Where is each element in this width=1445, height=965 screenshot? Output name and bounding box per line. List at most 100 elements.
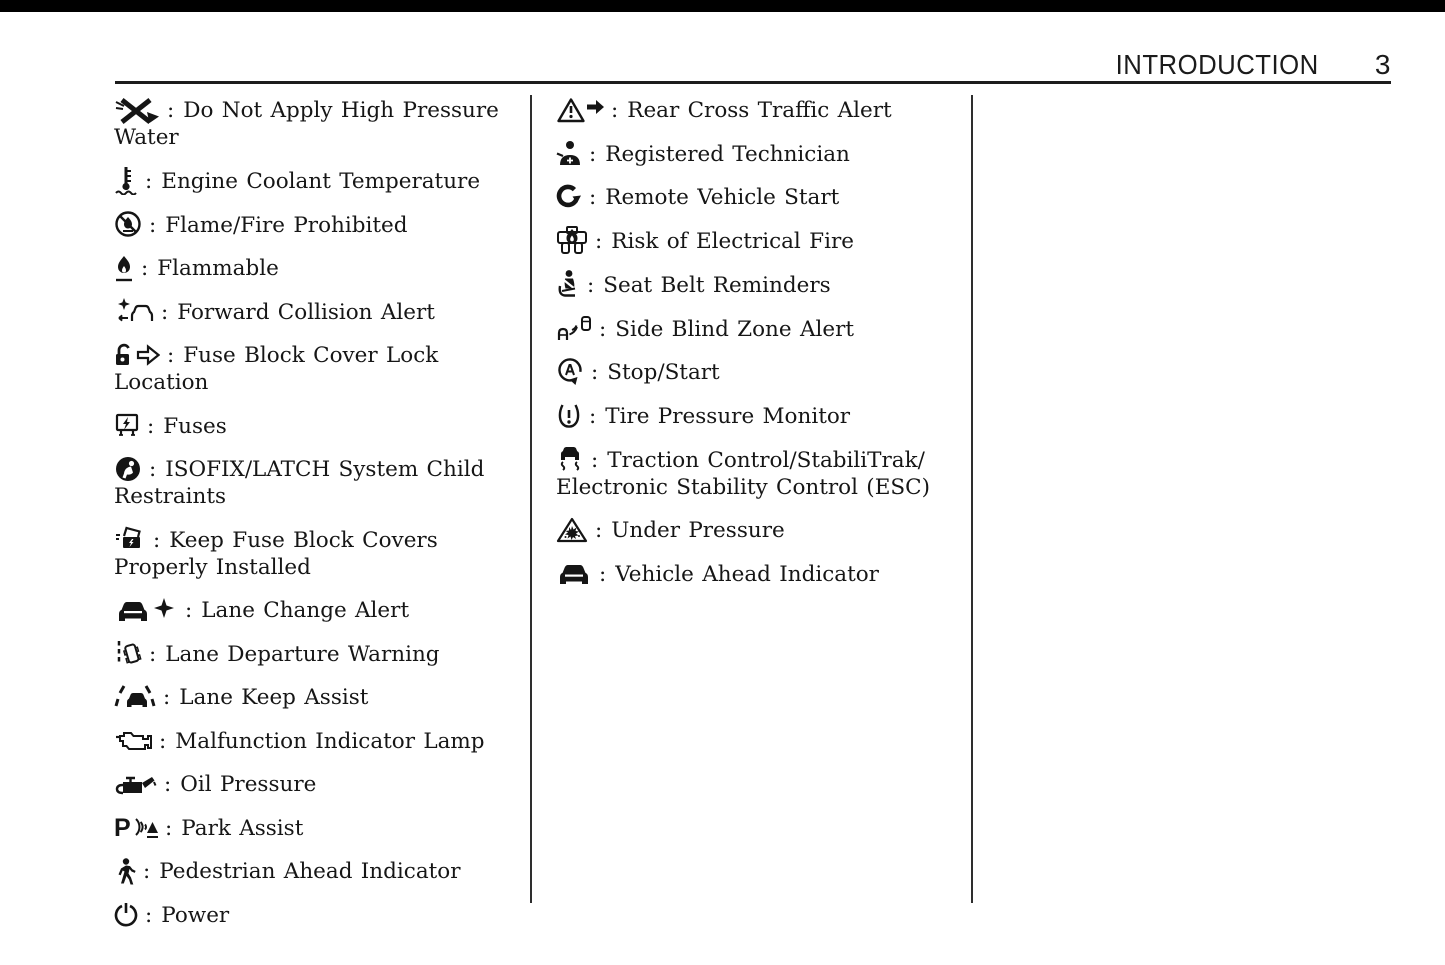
park-assist-icon: P — [114, 814, 158, 840]
symbol-label: Stop/Start — [607, 360, 720, 385]
symbol-label: ISOFIX/LATCH System Child Restraints — [114, 457, 485, 509]
page-number: 3 — [1374, 49, 1391, 80]
symbol-label: Traction Control/StabiliTrak/​Electronic… — [556, 447, 930, 500]
seat-belt-reminders-icon — [556, 269, 580, 299]
symbol-label: Pedestrian Ahead Indicator — [159, 859, 461, 884]
fuses-icon — [114, 411, 140, 439]
column-separator — [971, 95, 973, 903]
symbol-entry: : Flammable — [114, 255, 512, 282]
colon-separator: : — [595, 228, 603, 254]
symbol-label: Lane Departure Warning — [165, 641, 440, 667]
lane-departure-warning-icon — [114, 639, 142, 667]
top-black-bar — [0, 0, 1445, 12]
fuse-block-cover-lock-icon — [114, 341, 160, 369]
symbol-label: Forward Collision Alert — [177, 299, 435, 325]
colon-separator: : — [185, 598, 193, 623]
symbol-entry: :Lane Keep Assist — [114, 684, 512, 711]
symbol-label: Flammable — [157, 256, 279, 281]
colon-separator: : — [141, 256, 149, 281]
colon-separator: : — [167, 343, 175, 368]
svg-text:P: P — [114, 814, 131, 840]
symbol-label: Tire Pressure Monitor — [605, 404, 851, 429]
colon-separator: : — [147, 413, 155, 439]
remote-vehicle-start-icon — [556, 183, 582, 211]
symbol-entry: : Rear Cross Traffic Alert — [556, 97, 956, 124]
symbol-label: Risk of Electrical Fire — [611, 228, 854, 254]
colon-separator: : — [599, 316, 607, 342]
vehicle-ahead-indicator-icon — [556, 561, 592, 585]
stop-start-icon — [556, 357, 584, 387]
symbol-label: Engine Coolant Temperature — [161, 168, 481, 194]
isofix-latch-child-restraints-icon — [114, 455, 142, 483]
tire-pressure-monitor-icon — [556, 402, 582, 430]
symbol-entry: :Malfunction Indicator Lamp — [114, 728, 512, 755]
colon-separator: : — [165, 815, 173, 841]
column-middle: : Rear Cross Traffic Alert: Registered Tec… — [556, 97, 956, 604]
symbol-entry: :ISOFIX/LATCH System Child Restraints — [114, 456, 512, 510]
keep-fuse-block-covers-icon — [114, 525, 146, 553]
oil-pressure-icon — [114, 771, 157, 797]
symbol-label: Flame/Fire Prohibited — [165, 212, 408, 238]
symbol-entry: : Lane Departure Warning — [114, 641, 512, 668]
symbol-entry: :Fuse Block Cover Lock Location — [114, 342, 512, 396]
colon-separator: : — [149, 457, 157, 482]
symbol-label: Do Not Apply High Pressure Water — [114, 98, 499, 150]
colon-separator: : — [599, 561, 607, 587]
symbol-entry: : Tire Pressure Monitor — [556, 403, 956, 430]
symbol-entry: : Seat Belt Reminders — [556, 269, 956, 300]
power-icon — [114, 901, 138, 927]
symbol-entry: :Engine Coolant Temperature — [114, 165, 512, 195]
symbol-entry: :Remote Vehicle Start — [556, 184, 956, 211]
symbol-entry: : Fuses — [114, 413, 512, 440]
symbol-entry: :Traction Control/StabiliTrak/​Electroni… — [556, 447, 956, 501]
colon-separator: : — [587, 272, 595, 298]
symbol-label: Side Blind Zone Alert — [615, 316, 855, 342]
colon-separator: : — [145, 902, 153, 928]
symbol-entry: : Oil Pressure — [114, 771, 512, 798]
section-title: INTRODUCTION — [1115, 49, 1319, 80]
colon-separator: : — [143, 859, 151, 884]
colon-separator: : — [591, 447, 599, 473]
engine-coolant-temperature-icon — [114, 165, 138, 195]
colon-separator: : — [595, 518, 603, 543]
symbol-entry: P:Park Assist — [114, 814, 512, 842]
symbol-entry: : Risk of Electrical Fire — [556, 225, 956, 256]
symbol-entry: :Vehicle Ahead Indicator — [556, 561, 956, 588]
symbol-label: Malfunction Indicator Lamp — [175, 728, 485, 754]
colon-separator: : — [589, 141, 597, 167]
column-left: :Do Not Apply High Pressure Water:Engine… — [114, 97, 512, 945]
colon-separator: : — [149, 641, 157, 667]
colon-separator: : — [589, 185, 597, 210]
symbol-label: Seat Belt Reminders — [603, 272, 831, 298]
symbol-label: Power — [161, 902, 230, 928]
symbol-entry: : Side Blind Zone Alert — [556, 316, 956, 343]
symbol-label: Rear Cross Traffic Alert — [627, 98, 892, 123]
colon-separator: : — [164, 772, 172, 797]
flammable-icon — [114, 254, 134, 282]
symbol-entry: : Power — [114, 902, 512, 929]
malfunction-indicator-lamp-icon — [114, 727, 152, 753]
symbol-entry: :Lane Change Alert — [114, 597, 512, 624]
colon-separator: : — [589, 404, 597, 429]
symbol-entry: :Flame/Fire Prohibited — [114, 210, 512, 239]
traction-control-icon — [556, 445, 584, 473]
under-pressure-icon — [556, 516, 588, 544]
symbol-label: Oil Pressure — [180, 772, 317, 797]
symbol-entry: :Under Pressure — [556, 517, 956, 544]
colon-separator: : — [161, 299, 169, 325]
rear-cross-traffic-alert-icon — [556, 96, 604, 124]
colon-separator: : — [167, 98, 175, 123]
colon-separator: : — [611, 98, 619, 123]
flame-fire-prohibited-icon — [114, 210, 142, 238]
pedestrian-ahead-icon — [114, 857, 136, 885]
forward-collision-alert-icon — [114, 297, 154, 325]
symbol-label: Fuses — [163, 413, 227, 439]
symbol-label: Registered Technician — [605, 141, 850, 167]
risk-of-electrical-fire-icon — [556, 225, 588, 255]
symbol-label: Fuse Block Cover Lock Location — [114, 343, 439, 395]
no-high-pressure-water-icon — [114, 96, 160, 124]
symbol-entry: :Keep Fuse Block Covers Properly Install… — [114, 525, 512, 581]
page-header: INTRODUCTION 3 — [115, 49, 1391, 81]
lane-change-alert-icon — [114, 596, 178, 624]
